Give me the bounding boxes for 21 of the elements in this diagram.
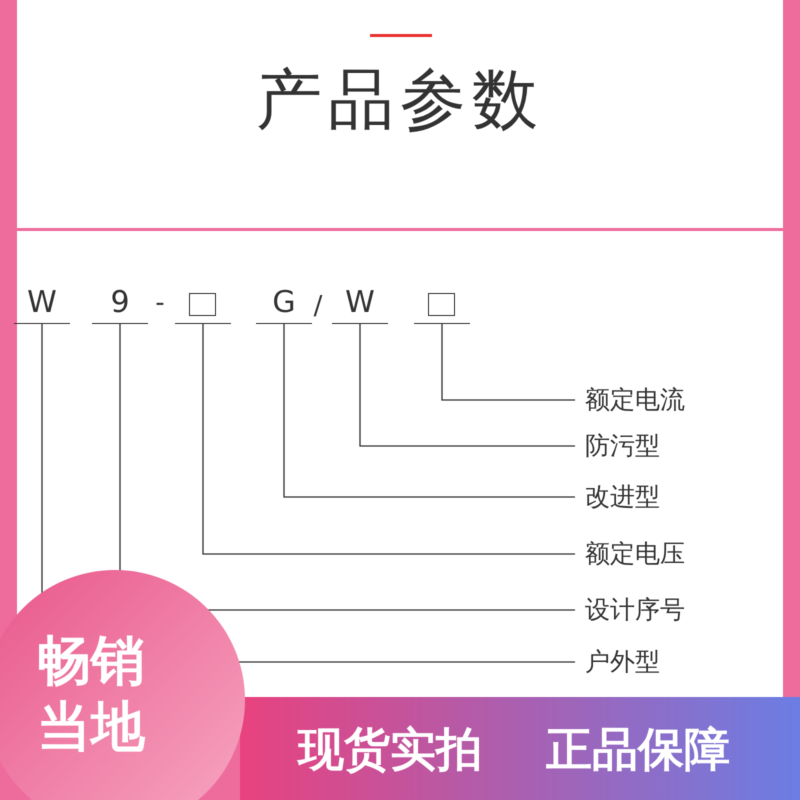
field-label: 额定电流 — [585, 382, 685, 418]
field-label: 改进型 — [585, 479, 660, 515]
promo-band — [240, 697, 800, 800]
promo-text: 正品保障 — [546, 721, 730, 778]
code-letter: 9 — [92, 283, 148, 324]
separator: - — [154, 287, 166, 320]
leader-line — [441, 324, 575, 401]
field-label: 额定电压 — [585, 536, 685, 572]
promo-text: 现货实拍 — [298, 721, 482, 778]
title: 产品参数 — [255, 60, 545, 140]
code-letter: W — [332, 283, 388, 324]
code-letter: W — [14, 283, 70, 324]
leader-line — [202, 324, 575, 555]
leader-line — [283, 324, 575, 498]
badge-text: 畅销当地 — [37, 628, 146, 760]
code-letter: G — [256, 283, 312, 324]
field-label: 设计序号 — [585, 592, 685, 628]
separator: / — [312, 290, 324, 323]
field-label: 户外型 — [585, 644, 660, 680]
field-label: 防污型 — [585, 428, 660, 464]
leader-line — [359, 324, 575, 447]
